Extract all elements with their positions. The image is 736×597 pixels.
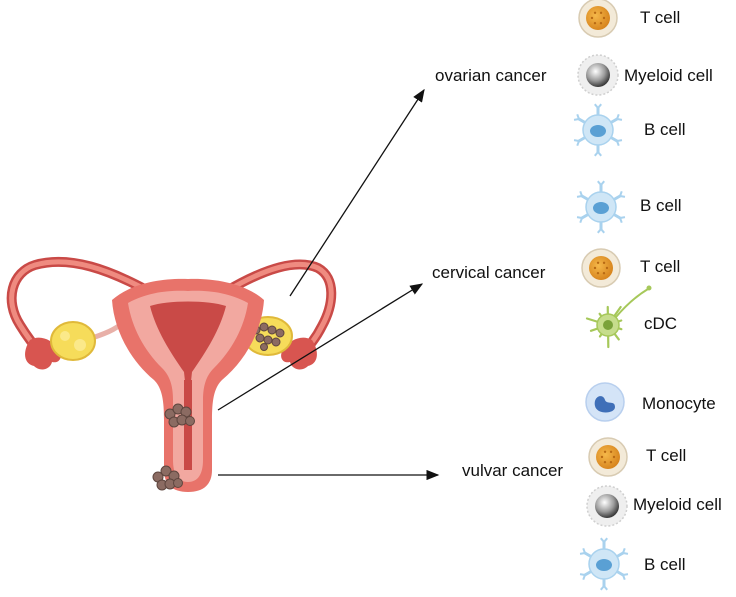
cervical-t-cell-label: T cell bbox=[640, 257, 680, 277]
myeloid-cell-icon bbox=[587, 486, 627, 526]
vulvar-myeloid-cell-label: Myeloid cell bbox=[633, 495, 722, 515]
vulvar-cancer-label: vulvar cancer bbox=[462, 461, 563, 481]
t-cell-icon bbox=[589, 438, 627, 476]
b-cell-icon bbox=[580, 538, 628, 590]
t-cell-icon bbox=[582, 249, 620, 287]
t-cell-icon bbox=[579, 0, 617, 37]
vulvar-b-cell-label: B cell bbox=[644, 555, 686, 575]
b-cell-icon bbox=[574, 104, 622, 156]
ovarian-b-cell-label: B cell bbox=[644, 120, 686, 140]
ovarian-t-cell-label: T cell bbox=[640, 8, 680, 28]
uterus-illustration bbox=[12, 262, 332, 492]
cervical-cdc-label: cDC bbox=[644, 314, 677, 334]
vulvar-monocyte-label: Monocyte bbox=[642, 394, 716, 414]
ovarian-cancer-label: ovarian cancer bbox=[435, 66, 547, 86]
dendritic-cell-icon bbox=[587, 286, 652, 347]
vulvar-t-cell-label: T cell bbox=[646, 446, 686, 466]
monocyte-icon bbox=[586, 383, 624, 421]
b-cell-icon bbox=[577, 181, 625, 233]
ovarian-arrow bbox=[290, 90, 424, 296]
left-ovary bbox=[51, 322, 95, 360]
cervical-cancer-label: cervical cancer bbox=[432, 263, 545, 283]
cervical-b-cell-label: B cell bbox=[640, 196, 682, 216]
ovarian-myeloid-cell-label: Myeloid cell bbox=[624, 66, 713, 86]
myeloid-cell-icon bbox=[578, 55, 618, 95]
